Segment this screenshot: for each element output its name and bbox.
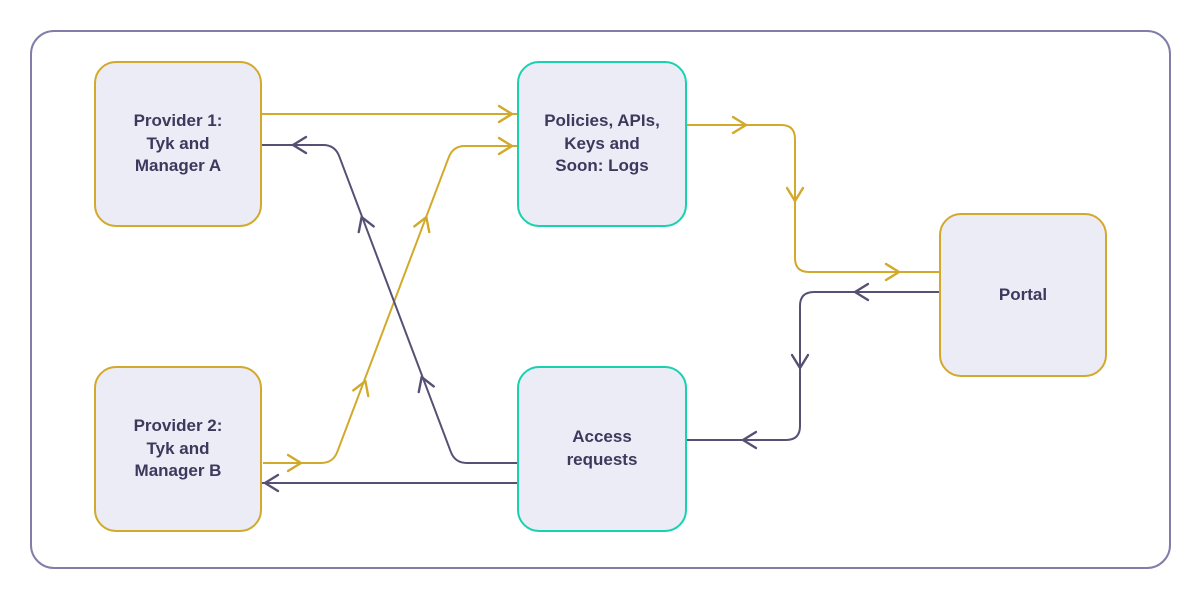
node-portal-label: Portal	[999, 284, 1047, 307]
node-access-requests-label: Access requests	[567, 426, 638, 472]
edge-access-to-provider2	[262, 473, 517, 493]
node-text-line: Manager A	[134, 156, 222, 176]
node-text-line: requests	[566, 450, 638, 469]
node-provider-1: Provider 1: Tyk and Manager A	[94, 61, 262, 227]
node-text-line: Provider 1:	[133, 110, 223, 130]
node-access-requests: Access requests	[517, 366, 687, 532]
node-text-line: Manager B	[134, 461, 222, 481]
node-text-line: Keys and	[564, 133, 640, 153]
edge-access-to-provider1	[262, 135, 517, 464]
node-text-line: Tyk and	[146, 133, 210, 153]
node-policies-apis-keys: Policies, APIs, Keys and Soon: Logs	[517, 61, 687, 227]
node-provider-2: Provider 2: Tyk and Manager B	[94, 366, 262, 532]
node-provider-2-label: Provider 2: Tyk and Manager B	[134, 415, 223, 484]
node-text-line: Provider 2:	[133, 415, 223, 435]
node-text-line: Soon: Logs	[555, 156, 649, 176]
edge-policies-to-portal	[687, 115, 939, 282]
diagram-border	[30, 30, 1171, 569]
edge-provider1-to-policies	[262, 104, 517, 124]
node-text-line: Access	[572, 427, 632, 447]
node-text-line: Tyk and	[146, 438, 210, 458]
edge-provider2-to-policies	[263, 136, 517, 473]
node-provider-1-label: Provider 1: Tyk and Manager A	[134, 110, 223, 179]
node-policies-label: Policies, APIs, Keys and Soon: Logs	[544, 110, 660, 179]
node-text-line: Policies, APIs,	[544, 110, 660, 130]
edge-portal-to-access	[687, 282, 939, 450]
node-text-line: Portal	[998, 284, 1048, 304]
node-portal: Portal	[939, 213, 1107, 377]
